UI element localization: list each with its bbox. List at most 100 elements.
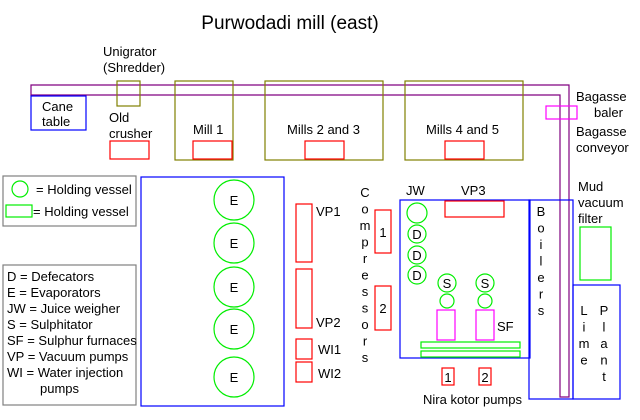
vp2-label: VP2: [316, 315, 341, 330]
lime-plant-box: [572, 284, 621, 400]
compressor-2-label: 2: [379, 301, 386, 316]
water-injection-pump-1: [295, 338, 313, 360]
evaporator-3: [213, 266, 255, 308]
sulphur-furnace-1: [436, 309, 456, 341]
compressor-2: [374, 285, 392, 331]
jw-label: JW: [406, 183, 426, 198]
evaporator-1: [213, 179, 255, 221]
vacuum-pump-3: [444, 200, 505, 218]
holding-vessel-circle-icon: [11, 180, 29, 198]
clarification-station: [399, 199, 531, 359]
nira-kotor-caption: Nira kotor pumps: [423, 392, 522, 407]
legend-item: WI = Water injection: [7, 365, 123, 380]
water-injection-pump-2: [295, 361, 313, 383]
holding-vessel-rect-icon: [5, 204, 33, 218]
defecator-1: [407, 224, 427, 244]
sulphitator-1: [437, 273, 457, 293]
vertical-letter: e: [361, 268, 368, 283]
vp3-label: VP3: [461, 183, 486, 198]
vertical-letter: L: [580, 303, 587, 318]
vertical-letter: r: [363, 251, 368, 266]
vertical-letter: i: [540, 237, 543, 252]
bagasse-baler-label-sub: baler: [594, 105, 624, 120]
vertical-letter: r: [363, 334, 368, 349]
mills-2-3-motor: [304, 140, 345, 160]
legend-item: JW = Juice weigher: [7, 301, 121, 316]
vertical-letter: e: [537, 270, 544, 285]
vertical-letter: o: [361, 317, 368, 332]
vertical-letter: p: [361, 235, 368, 250]
holding-vessel: [439, 293, 455, 309]
vertical-letter: s: [538, 303, 545, 318]
nira-pump-1-label: 1: [444, 370, 451, 385]
compressor-1-label: 1: [379, 225, 386, 240]
old-crusher-label-sub: crusher: [109, 126, 153, 141]
mill-1-motor: [192, 140, 233, 160]
abbreviation-legend-box: [2, 264, 137, 406]
bagasse-conveyor-pipe: [30, 84, 570, 398]
vertical-letter: o: [537, 221, 544, 236]
vertical-letter: o: [361, 202, 368, 217]
holding-tank-1: [420, 341, 521, 349]
unigrator-label-sub: (Shredder): [103, 60, 165, 75]
evaporator-label: E: [230, 280, 239, 295]
unigrator-label: Unigrator: [103, 44, 157, 59]
bagasse-conveyor-label-sub: conveyor: [576, 140, 629, 155]
vertical-letter: m: [579, 336, 590, 351]
old-crusher-label: Old: [109, 110, 129, 125]
juice-weigher: [406, 202, 428, 224]
legend-item: pumps: [40, 381, 80, 396]
evaporator-hall: [140, 176, 285, 407]
holding-vessel: [477, 293, 493, 309]
mills-4-5-label: Mills 4 and 5: [426, 122, 499, 137]
legend-item: D = Defecators: [7, 269, 95, 284]
bagasse-baler-label: Bagasse: [576, 89, 627, 104]
wi2-label: WI2: [318, 366, 341, 381]
diagram-title: Purwodadi mill (east): [201, 13, 378, 34]
evaporator-2: [213, 222, 255, 264]
mills-4-5-box: [404, 80, 524, 161]
vertical-letter: t: [602, 369, 606, 384]
vacuum-pump-2: [295, 268, 313, 329]
evaporator-5: [213, 356, 255, 398]
mud-filter-label: Mud: [578, 179, 603, 194]
cane-table-label: Cane: [42, 99, 73, 114]
nira-kotor-pump-2: [478, 367, 492, 386]
vertical-letter: e: [580, 353, 587, 368]
defecator-label: D: [412, 248, 421, 263]
mud-filter-label-3: filter: [578, 211, 603, 226]
holding-tank-2: [420, 350, 521, 358]
vacuum-pump-1: [295, 203, 313, 263]
vp1-label: VP1: [316, 204, 341, 219]
sulphitator-2-label: S: [481, 276, 490, 291]
legend-item: VP = Vacuum pumps: [7, 349, 129, 364]
legend-circle-label: = Holding vessel: [36, 182, 132, 197]
bagasse-baler-box: [545, 105, 578, 120]
evaporator-label: E: [230, 322, 239, 337]
vertical-letter: B: [537, 204, 546, 219]
evaporator-4: [213, 308, 255, 350]
boilers-box: [528, 199, 574, 400]
nira-pump-2-label: 2: [481, 370, 488, 385]
vertical-letter: l: [540, 254, 543, 269]
mud-filter-label-2: vacuum: [578, 195, 624, 210]
legend-item: SF = Sulphur furnaces: [7, 333, 137, 348]
defecator-label: D: [412, 227, 421, 242]
mud-vacuum-filter: [579, 226, 612, 281]
sulphur-furnace-2: [475, 309, 495, 341]
abbreviation-legend: D = Defecators E = Evaporators JW = Juic…: [2, 264, 137, 406]
defecator-label: D: [412, 268, 421, 283]
vertical-letter: s: [362, 301, 369, 316]
shape-legend-box: [2, 175, 137, 227]
sf-label: SF: [497, 319, 514, 334]
defecator-3: [407, 265, 427, 285]
evaporator-label: E: [230, 370, 239, 385]
nira-kotor-pump-1: [441, 367, 455, 386]
vertical-letter: r: [539, 287, 544, 302]
evaporator-label: E: [230, 193, 239, 208]
legend-rect-label: = Holding vessel: [33, 204, 129, 219]
mills-4-5-motor: [444, 140, 485, 160]
